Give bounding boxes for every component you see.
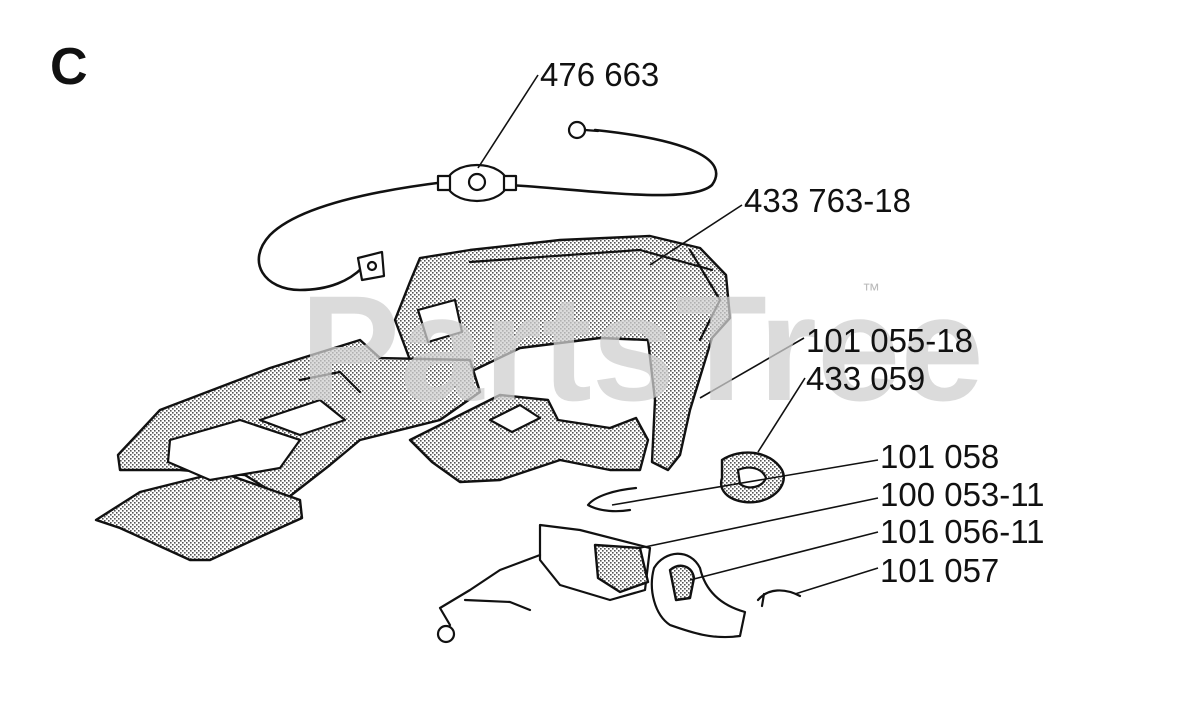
bar-mount-bracket: [408, 393, 650, 484]
chain-guard-cover: [393, 234, 732, 472]
chain-catcher: [650, 552, 747, 639]
leader-lines: [477, 74, 879, 595]
watermark: PartsTree: [300, 264, 984, 432]
callout-101058: 101 058: [880, 438, 999, 475]
crankcase-outline: [436, 523, 652, 644]
callout-433059: 433 059: [806, 360, 925, 397]
spring-clip: [719, 451, 785, 504]
bottom-plate: [94, 338, 482, 562]
section-letter: C: [50, 38, 88, 96]
callout-10005311: 100 053-11: [880, 476, 1045, 513]
pin: [586, 486, 638, 513]
callout-476663: 476 663: [540, 56, 659, 93]
small-clip: [756, 589, 802, 608]
callout-101057: 101 057: [880, 552, 999, 589]
callout-43376318: 433 763-18: [744, 182, 911, 219]
callout-10105611: 101 056-11: [880, 513, 1045, 550]
watermark-trademark: ™: [862, 280, 880, 300]
callout-10105518: 101 055-18: [806, 322, 973, 359]
cable-assembly: [257, 120, 718, 292]
